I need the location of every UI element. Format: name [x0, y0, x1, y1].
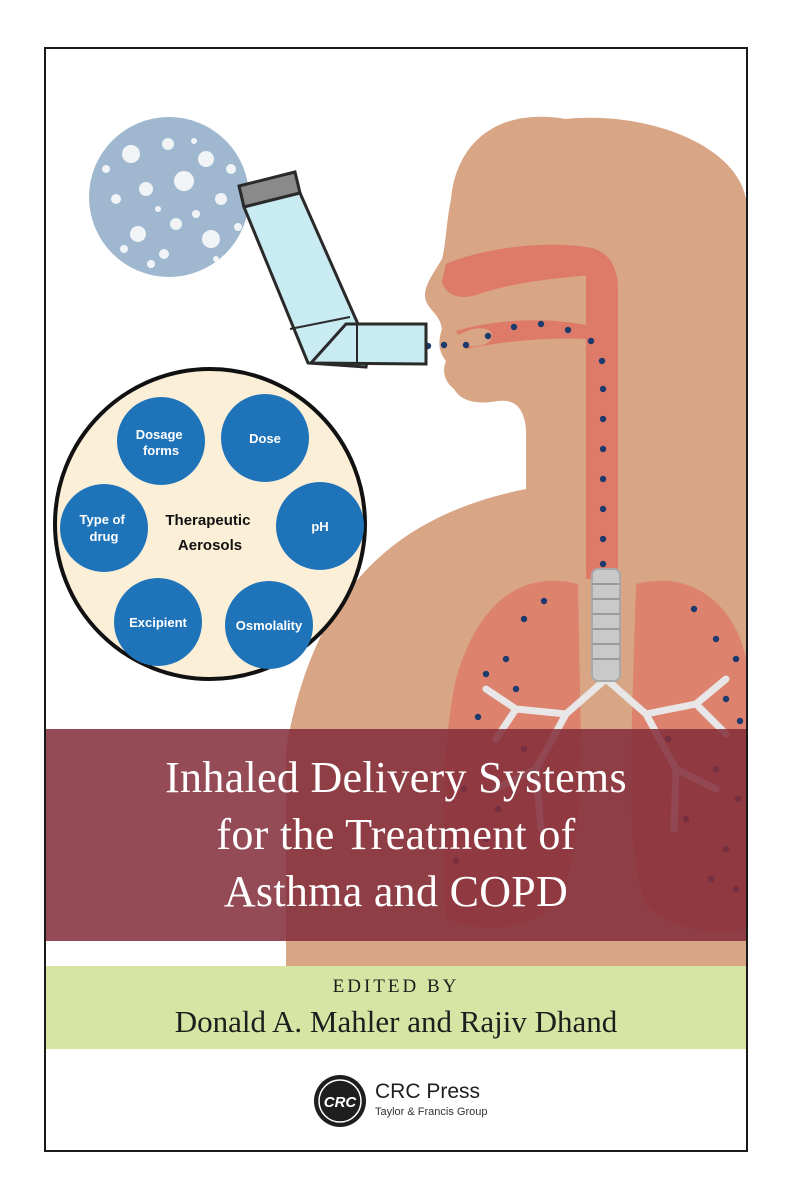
title-line-1: Inhaled Delivery Systems [165, 753, 627, 802]
title-line-2: for the Treatment of [216, 810, 576, 859]
aerosol-particles [102, 138, 242, 268]
bubble-type-of-drug: Type of drug [60, 484, 148, 572]
bubble-osmolality-label: Osmolality [236, 618, 303, 633]
editor-band [46, 966, 746, 1049]
title-band [46, 729, 746, 941]
airway [442, 244, 618, 579]
editor-names: Donald A. Mahler and Rajiv Dhand [174, 1004, 618, 1039]
inhaler-device [237, 170, 428, 369]
particle-magnification [89, 117, 249, 277]
publisher-group: Taylor & Francis Group [375, 1106, 488, 1118]
book-title: Inhaled Delivery Systems for the Treatme… [46, 749, 746, 920]
crc-logo-text: CRC [324, 1094, 358, 1111]
bubble-excipient: Excipient [114, 578, 202, 666]
inhaler-seam [289, 316, 358, 363]
publisher-name: CRC Press [375, 1080, 481, 1103]
inhaler-mouthpiece [307, 322, 428, 366]
bubble-dose: Dose [221, 394, 309, 482]
pharynx-trachea [586, 247, 618, 579]
bubble-type-of-drug-line-1: Type of [80, 512, 126, 527]
center-label-line-1: Therapeutic [165, 512, 250, 529]
bubble-ph: pH [276, 482, 364, 570]
nasal-cavity [442, 244, 610, 298]
center-label-line-2: Aerosols [178, 537, 242, 554]
bubble-type-of-drug-line-2: drug [90, 529, 119, 544]
crc-logo-icon: CRC [314, 1075, 366, 1127]
bubble-dose-label: Dose [249, 431, 281, 446]
bubble-dosage-forms-line-1: Dosage [136, 427, 183, 442]
bubble-ph-label: pH [311, 519, 328, 534]
bubble-dosage-forms: Dosage forms [117, 397, 205, 485]
title-line-3: Asthma and COPD [223, 867, 569, 916]
trachea-ring-lines [592, 583, 620, 660]
aerosol-properties-diagram: Therapeutic Aerosols Dosage forms Dose p… [53, 367, 367, 681]
trachea-rings [591, 568, 621, 682]
svg-text:Type of drug: Type of drug [80, 512, 129, 544]
publisher-block: CRC CRC Press Taylor & Francis Group [313, 1074, 553, 1134]
svg-text:Dosage forms: Dosage forms [136, 427, 187, 458]
head-silhouette [425, 116, 746, 519]
bubble-excipient-label: Excipient [129, 615, 187, 630]
bubble-osmolality: Osmolality [225, 581, 313, 669]
diagram-center-label: Therapeutic Aerosols [165, 512, 254, 554]
book-cover: Therapeutic Aerosols Dosage forms Dose p… [44, 47, 748, 1152]
edited-by-label: EDITED BY [332, 976, 460, 997]
bubble-dosage-forms-line-2: forms [143, 443, 179, 458]
